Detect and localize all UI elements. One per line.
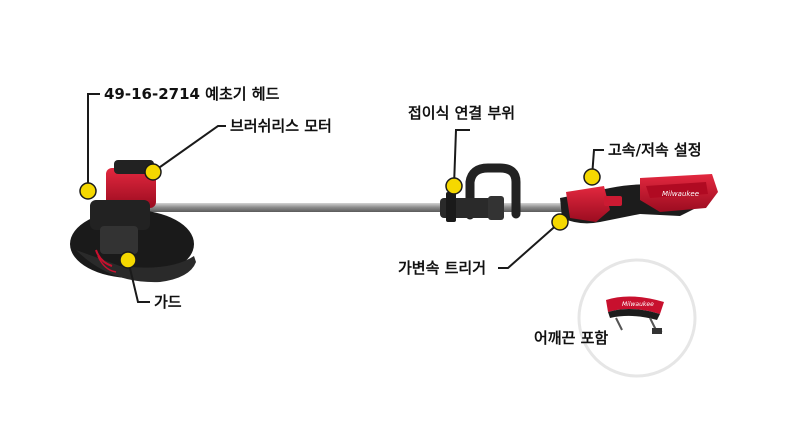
svg-text:Milwaukee: Milwaukee [662,190,699,198]
marker-speed [583,168,601,186]
callout-trigger: 가변속 트리거 [398,259,487,277]
folding-coupler [440,192,504,222]
callout-head: 49-16-2714 예초기 헤드 [104,85,280,103]
callout-speed: 고속/저속 설정 [608,141,702,159]
marker-trigger [551,213,569,231]
callout-strap: 어깨끈 포함 [534,329,609,347]
trimmer-head [70,160,196,283]
callout-lines [87,93,604,303]
svg-text:Milwaukee: Milwaukee [622,301,654,308]
marker-motor [144,163,162,181]
callout-motor: 브러쉬리스 모터 [230,117,332,135]
callout-guard: 가드 [154,293,182,311]
marker-head [79,182,97,200]
callout-coupler: 접이식 연결 부위 [408,104,516,122]
strap-showcase-circle [577,258,697,378]
shoulder-strap-image: Milwaukee [606,296,664,334]
marker-guard [119,251,137,269]
marker-coupler [445,177,463,195]
assist-handle [465,163,521,220]
rear-handle: Milwaukee [560,174,718,224]
